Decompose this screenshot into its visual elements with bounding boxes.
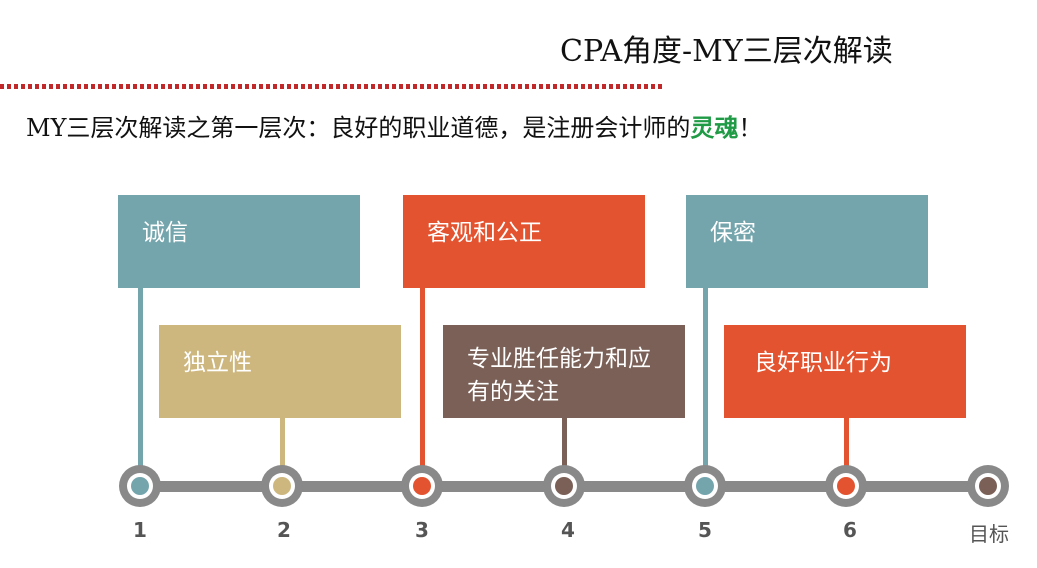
subtitle-highlight: 灵魂 (690, 113, 739, 142)
stem-4 (562, 418, 567, 484)
box-professional-behavior: 良好职业行为 (724, 325, 966, 418)
slide-title: CPA角度-MY三层次解读 (560, 34, 893, 69)
slide-subtitle: MY三层次解读之第一层次：良好的职业道德，是注册会计师的灵魂！ (26, 108, 762, 143)
box-objectivity: 客观和公正 (403, 195, 645, 288)
node-4 (543, 465, 585, 507)
node-1 (119, 465, 161, 507)
stem-6 (844, 418, 849, 484)
node-3 (401, 465, 443, 507)
stem-3 (420, 288, 425, 484)
label-5: 5 (698, 518, 712, 542)
stem-1 (138, 288, 143, 484)
label-goal: 目标 (969, 522, 1009, 546)
box-independence: 独立性 (159, 325, 401, 418)
subtitle-end: ！ (738, 114, 763, 142)
box-integrity: 诚信 (118, 195, 360, 288)
box-competence: 专业胜任能力和应有的关注 (443, 325, 685, 418)
label-6: 6 (843, 518, 857, 542)
box-confidentiality: 保密 (686, 195, 928, 288)
node-6 (825, 465, 867, 507)
node-5 (684, 465, 726, 507)
subtitle-text: MY三层次解读之第一层次：良好的职业道德，是注册会计师的 (26, 114, 691, 142)
label-2: 2 (277, 518, 291, 542)
dotted-divider (0, 84, 663, 89)
stem-5 (703, 288, 708, 484)
label-3: 3 (415, 518, 429, 542)
label-4: 4 (561, 518, 575, 542)
node-2 (261, 465, 303, 507)
stem-2 (280, 418, 285, 484)
node-goal (967, 465, 1009, 507)
label-1: 1 (133, 518, 147, 542)
